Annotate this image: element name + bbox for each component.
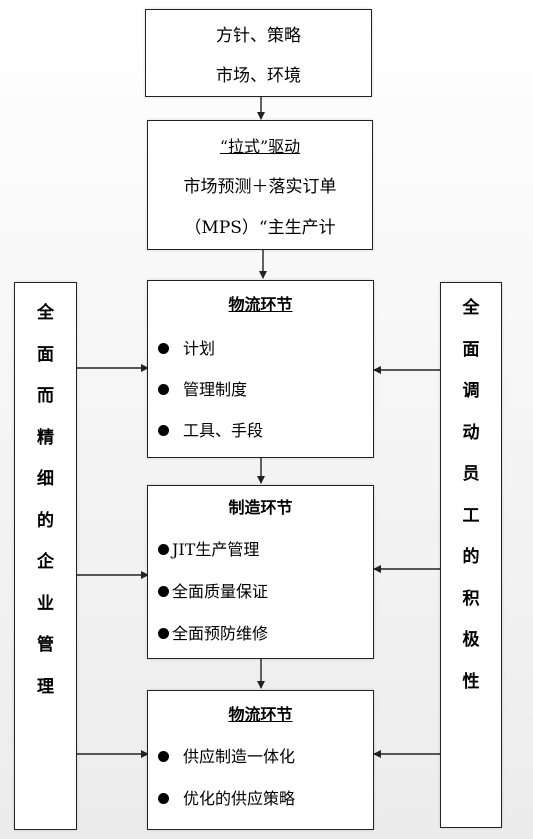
logistics2-item: 供应制造一体化 — [158, 747, 295, 767]
logistics1-item: 管理制度 — [158, 380, 247, 400]
right-column-text: 全 面 调 动 员 工 的 积 极 性 — [462, 298, 480, 692]
logistics2-title: 物流环节 — [228, 705, 293, 724]
bullet-dot-icon — [158, 751, 169, 762]
logistics1-item: 计划 — [158, 339, 215, 359]
manufacturing-item: JIT生产管理 — [158, 540, 259, 560]
policy-line-1: 方针、策略 — [216, 26, 301, 46]
logistics2-item: 优化的供应策略 — [158, 789, 295, 809]
logistics1-title: 物流环节 — [228, 295, 293, 314]
bullet-dot-icon — [158, 628, 169, 639]
bullet-dot-icon — [158, 544, 169, 555]
box-manufacturing: 制造环节 JIT生产管理 全面质量保证 全面预防维修 — [147, 485, 374, 659]
bullet-dot-icon — [158, 384, 169, 395]
pull-line-2: （MPS）“主生产计 — [184, 218, 336, 238]
bullet-dot-icon — [158, 793, 169, 804]
manufacturing-title: 制造环节 — [228, 498, 293, 517]
right-column-box: 全 面 调 动 员 工 的 积 极 性 — [440, 282, 502, 828]
left-column-box: 全 面 而 精 细 的 企 业 管 理 — [14, 282, 77, 830]
pull-line-1: 市场预测＋落实订单 — [183, 177, 337, 197]
bullet-dot-icon — [158, 586, 169, 597]
manufacturing-item: 全面预防维修 — [158, 624, 268, 644]
box-logistics-1: 物流环节 计划 管理制度 工具、手段 — [147, 280, 374, 458]
bullet-dot-icon — [158, 425, 169, 436]
bullet-dot-icon — [158, 343, 169, 354]
box-pull: “拉式”驱动 市场预测＋落实订单 （MPS）“主生产计 — [147, 120, 373, 250]
box-logistics-2: 物流环节 供应制造一体化 优化的供应策略 — [147, 690, 374, 830]
pull-title: “拉式”驱动 — [219, 137, 301, 156]
policy-line-2: 市场、环境 — [216, 66, 301, 86]
box-policy: 方针、策略 市场、环境 — [145, 9, 372, 97]
manufacturing-item: 全面质量保证 — [158, 582, 268, 602]
logistics1-item: 工具、手段 — [158, 421, 263, 441]
left-column-text: 全 面 而 精 细 的 企 业 管 理 — [37, 303, 54, 697]
